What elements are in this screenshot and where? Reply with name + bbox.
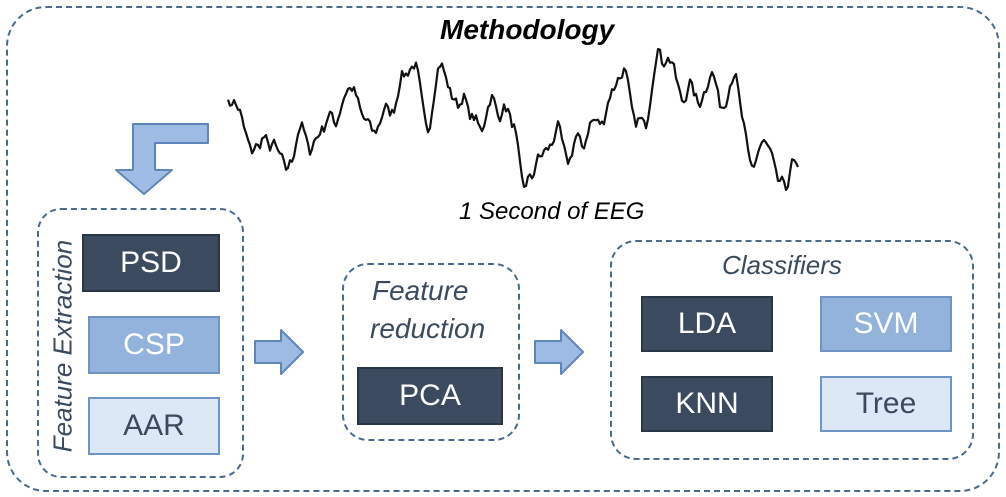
feature-reduction-label-line1: Feature — [372, 275, 469, 306]
csp-block: CSP — [88, 316, 220, 374]
feature-reduction-group — [342, 263, 520, 441]
feature-extraction-group — [37, 208, 244, 478]
eeg-signal-waveform — [226, 47, 799, 191]
psd-block: PSD — [82, 234, 220, 292]
classifiers-label: Classifiers — [722, 250, 842, 280]
diagram-title: Methodology — [440, 14, 615, 45]
knn-block: KNN — [641, 376, 773, 432]
lda-block: LDA — [641, 296, 773, 352]
feature-reduction-label-line2: reduction — [370, 313, 486, 344]
svm-block: SVM — [820, 296, 952, 352]
outer-frame — [6, 6, 1000, 492]
feature-extraction-label: Feature Extraction — [47, 239, 78, 453]
aar-block: AAR — [88, 397, 220, 455]
signal-caption: 1 Second of EEG — [459, 198, 645, 225]
bent-down-arrow — [115, 123, 209, 195]
right-arrow-1 — [254, 329, 304, 375]
pca-block: PCA — [357, 367, 503, 425]
tree-block: Tree — [820, 376, 952, 432]
right-arrow-2 — [534, 329, 584, 375]
classifiers-group — [610, 240, 974, 460]
